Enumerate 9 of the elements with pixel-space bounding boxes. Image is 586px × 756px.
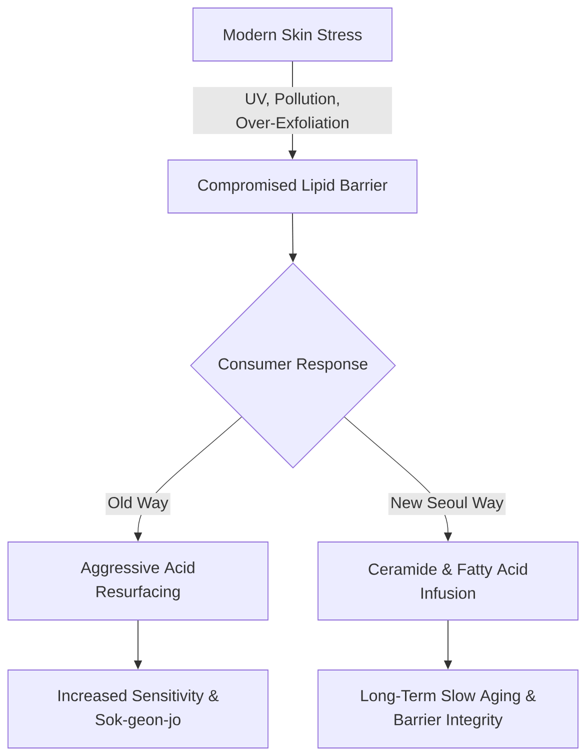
process-box: Compromised Lipid Barrier (168, 160, 418, 214)
edge-label: UV, Pollution, Over-Exfoliation (193, 87, 392, 134)
edge-label: New Seoul Way (388, 493, 506, 515)
process-box: Increased Sensitivity & Sok-geon-jo (8, 670, 268, 748)
process-box: Aggressive Acid Resurfacing (8, 542, 268, 620)
process-box: Modern Skin Stress (192, 8, 392, 62)
process-box: Long-Term Slow Aging & Barrier Integrity (318, 670, 578, 748)
process-box: Ceramide & Fatty Acid Infusion (318, 542, 578, 620)
edge-label: Old Way (106, 493, 170, 515)
